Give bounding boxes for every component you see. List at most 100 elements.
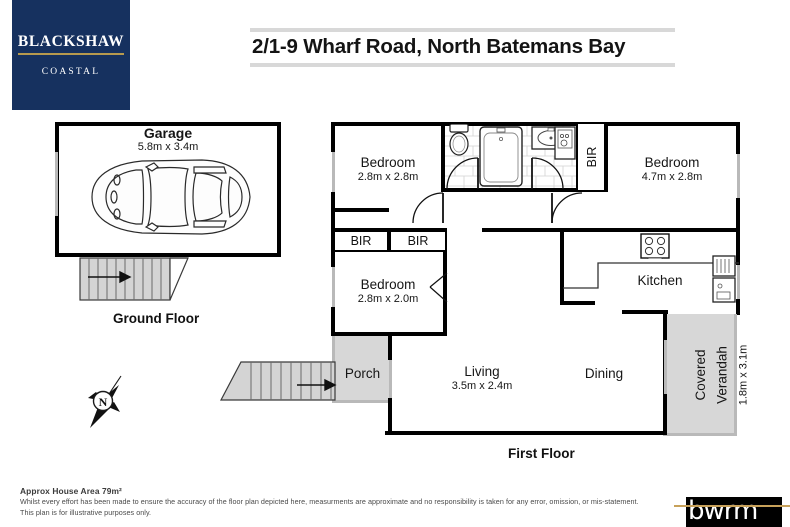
porch-label: Porch <box>335 366 390 382</box>
kitchen-wall-bottom <box>560 301 595 305</box>
kitchen-label: Kitchen <box>615 273 705 289</box>
first-floor-caption: First Floor <box>508 446 575 461</box>
porch-name: Porch <box>344 366 381 381</box>
porch-stairs <box>220 361 337 401</box>
bedroom2-name: Bedroom <box>644 155 700 170</box>
door-bedroom2 <box>551 192 583 224</box>
door-bedroom3 <box>429 272 448 303</box>
bedroom3-name: Bedroom <box>360 277 416 292</box>
door-bedroom1 <box>412 192 444 224</box>
bedroom2-label: Bedroom 4.7m x 2.8m <box>620 155 724 183</box>
title-rule-bottom <box>250 63 675 67</box>
bir-right-label: BIR <box>407 234 429 248</box>
ff-wall-right-kitchen <box>736 232 740 265</box>
ff-wall-right-top <box>736 122 740 154</box>
bath-wall-bottom2 <box>473 188 528 192</box>
ground-floor-stairs <box>79 257 189 301</box>
verandah-fill <box>663 314 735 435</box>
bath-wall-bottom <box>441 188 473 192</box>
hall-wall-upper-right <box>527 228 587 232</box>
verandah-dim: 1.8m x 3.1m <box>737 344 750 405</box>
kitchen-wall-left <box>560 228 564 305</box>
disclaimer-line-1: Whilst every effort has been made to ens… <box>20 497 639 506</box>
ff-wall-left-upper <box>331 122 335 152</box>
ff-window-left-1 <box>332 152 335 192</box>
verandah-label: Covered Verandah 1.8m x 3.1m <box>663 314 749 435</box>
living-name: Living <box>464 364 500 379</box>
verandah-sliding-door <box>664 340 667 394</box>
garage-name: Garage <box>143 125 193 141</box>
dining-label: Dining <box>566 366 642 382</box>
ff-wall-right-lower <box>736 299 740 315</box>
bwrm-watermark-logo: bwrm <box>686 497 782 527</box>
bed2-wall-bottom <box>560 228 740 232</box>
garage-wall-top <box>55 122 281 126</box>
shower-icon <box>554 126 576 160</box>
garage-wall-right <box>277 122 281 257</box>
verandah-name-line2: Verandah <box>714 345 730 404</box>
ground-floor-caption: Ground Floor <box>113 311 200 326</box>
ff-window-left-2 <box>332 267 335 307</box>
title-block: 2/1-9 Wharf Road, North Batemans Bay <box>250 28 675 67</box>
porch-door <box>389 360 392 402</box>
bed1-wall-bottom <box>331 208 389 212</box>
door-bathroom-right <box>531 157 564 190</box>
blackshaw-logo: BLACKSHAW COASTAL <box>12 0 130 110</box>
garage-label: Garage 5.8m x 3.4m <box>95 125 241 154</box>
title-rule-top <box>250 28 675 32</box>
bedroom3-label: Bedroom 2.8m x 2.0m <box>340 277 436 305</box>
compass-north-label: N <box>99 395 108 409</box>
garage-dim: 5.8m x 3.4m <box>137 141 199 154</box>
garage-door-opening <box>55 152 58 216</box>
bed1-wall-bottom-b <box>331 208 335 212</box>
ff-wall-right-mid <box>736 198 740 232</box>
bathtub-icon <box>479 126 523 187</box>
bir-bedroom2-label: BIR <box>585 146 599 168</box>
bed2-wall-left <box>604 122 608 192</box>
hall-wall-upper-left <box>482 228 528 232</box>
ff-wall-left-lower <box>331 237 335 267</box>
bwrm-watermark-text: bwrm <box>688 497 758 526</box>
bedroom3-dim: 2.8m x 2.0m <box>357 292 419 305</box>
dining-name: Dining <box>584 366 624 381</box>
toilet-icon <box>449 124 469 156</box>
verandah-edge-right <box>734 314 737 435</box>
kitchen-wall-bottom-right <box>622 310 668 314</box>
bir-bedroom2: BIR <box>578 124 606 190</box>
living-dim: 3.5m x 2.4m <box>451 379 513 392</box>
porch-wall-bottomstub <box>388 398 392 431</box>
verandah-name-line1: Covered <box>693 348 709 401</box>
bir-left: BIR <box>333 230 389 252</box>
ff-wall-left-bottom <box>331 307 335 335</box>
porch-edge-bottom <box>334 400 391 403</box>
logo-brand-sub: COASTAL <box>41 66 101 77</box>
bedroom1-name: Bedroom <box>360 155 416 170</box>
living-label: Living 3.5m x 2.4m <box>427 364 537 392</box>
bedroom1-label: Bedroom 2.8m x 2.8m <box>340 155 436 183</box>
porch-wall-right <box>388 334 392 360</box>
cooktop-icon <box>640 233 670 259</box>
compass-rose-icon: N <box>88 375 122 428</box>
bedroom1-dim: 2.8m x 2.8m <box>357 170 419 183</box>
kitchen-bench <box>563 262 739 289</box>
ff-wall-top <box>331 122 740 126</box>
verandah-edge-bottom <box>663 433 737 436</box>
kitchen-name: Kitchen <box>637 273 683 288</box>
garage-wall-bottom <box>55 253 281 257</box>
disclaimer-line-2: This plan is for illustrative purposes o… <box>20 508 152 518</box>
porch-fill <box>334 334 391 402</box>
ff-window-right-2 <box>737 265 740 299</box>
ff-wall-left-mid <box>331 192 335 237</box>
car-icon <box>91 159 251 235</box>
bwrm-gold-stripe <box>674 505 790 507</box>
page-title: 2/1-9 Wharf Road, North Batemans Bay <box>252 35 626 58</box>
approx-area-note: Approx House Area 79m² <box>20 486 122 496</box>
bir-left-label: BIR <box>350 234 372 248</box>
bed3-wall-right <box>443 252 447 336</box>
logo-brand-name: BLACKSHAW <box>17 33 125 55</box>
bath-wall-bottom3 <box>528 188 580 192</box>
bir-right: BIR <box>389 230 447 252</box>
footer-block: Approx House Area 79m² Whilst every effo… <box>20 486 720 518</box>
ff-wall-bottom <box>385 431 667 435</box>
